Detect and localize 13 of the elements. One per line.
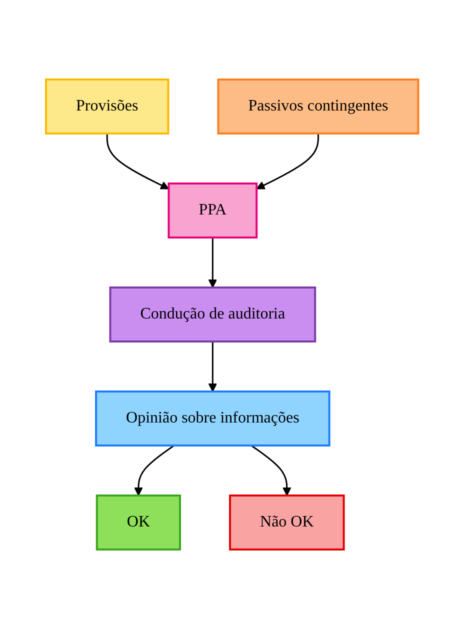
node-box: Opinião sobre informações — [95, 390, 331, 446]
node-box: Condução de auditoria — [110, 286, 316, 342]
arrow — [208, 238, 218, 288]
arrow — [208, 342, 218, 392]
node-box: Não OK — [229, 494, 346, 550]
node-box: Passivos contingentes — [218, 78, 420, 134]
arrow — [251, 444, 292, 496]
arrow — [256, 134, 320, 190]
node-box: OK — [96, 494, 182, 550]
node-box: PPA — [168, 182, 258, 238]
arrow — [134, 444, 175, 496]
node-box: Provisões — [45, 78, 170, 134]
arrow — [106, 134, 170, 190]
